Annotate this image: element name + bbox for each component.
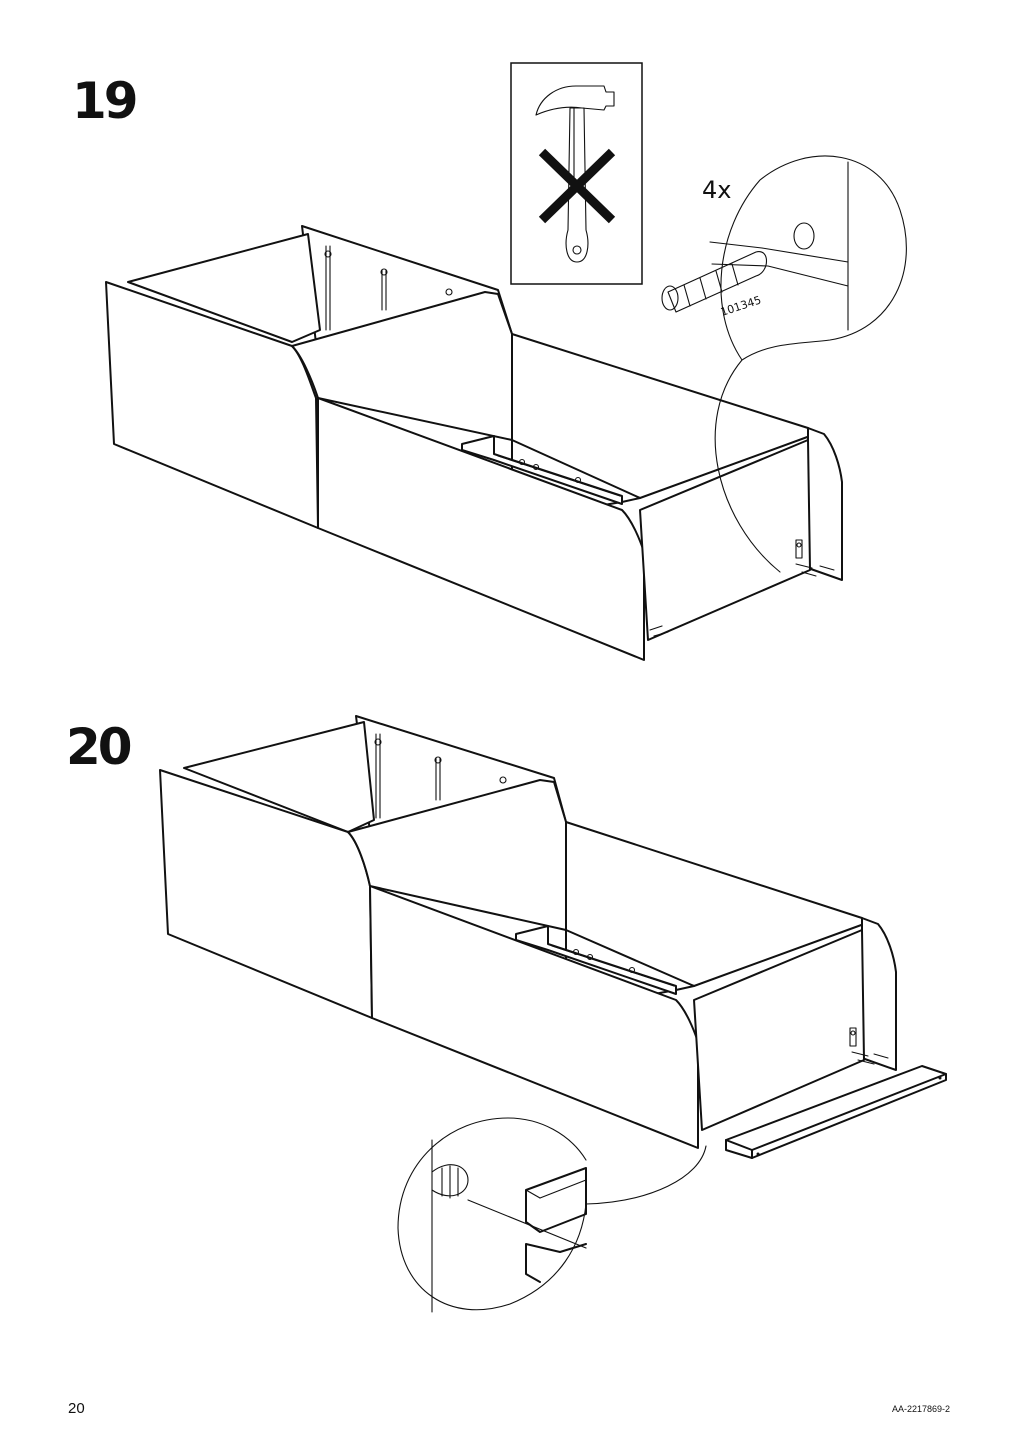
quantity-label: 4x bbox=[702, 176, 731, 204]
step-number-19: 19 bbox=[72, 72, 139, 130]
plinth-board bbox=[725, 1065, 947, 1159]
no-hammer-icon bbox=[510, 62, 643, 285]
page-number: 20 bbox=[68, 1400, 85, 1417]
part-number-label: 101345 bbox=[719, 294, 763, 319]
assembly-detail-callout bbox=[397, 1117, 707, 1313]
step-number-20: 20 bbox=[66, 718, 133, 776]
cabinet-step-19 bbox=[105, 225, 843, 661]
document-code: AA-2217869-2 bbox=[891, 1404, 950, 1414]
cabinet-step-20 bbox=[159, 715, 897, 1149]
